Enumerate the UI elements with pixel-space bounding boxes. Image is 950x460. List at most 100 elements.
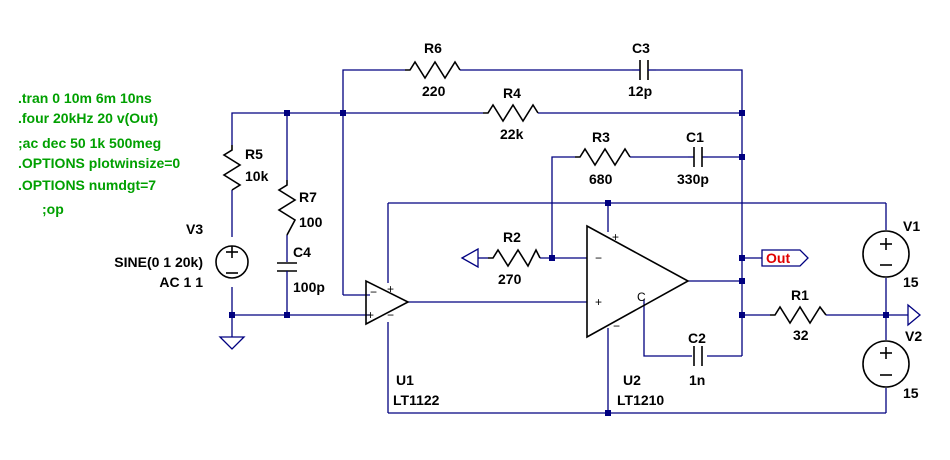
resistor-symbol [575,147,631,167]
capacitor-c1[interactable]: C1 330p [677,129,709,187]
r7-value: 100 [299,214,323,230]
source-circle [862,340,910,388]
ground-icon [218,336,246,350]
junction [739,278,745,284]
junction [739,110,745,116]
resistor-symbol [277,180,297,236]
u2-in-minus: − [595,251,602,265]
voltage-source-v1[interactable]: V1 15 [862,218,920,290]
directive-options-numdgt[interactable]: .OPTIONS numdgt=7 [18,177,156,193]
capacitor-c4[interactable]: C4 100p [277,244,325,295]
u1-model: LT1122 [393,392,440,408]
junctions [229,110,889,416]
resistor-symbol [222,145,242,191]
r3-value: 680 [589,171,613,187]
junction [739,312,745,318]
junction [284,312,290,318]
v2-value: 15 [903,385,919,401]
resistor-symbol [488,248,541,268]
u1-plus-pin: + [387,282,394,296]
junction [605,410,611,416]
resistor-r6[interactable]: R6 220 [405,40,461,99]
resistor-r2[interactable]: R2 270 [460,229,541,287]
u1-name: U1 [396,372,414,388]
resistor-r4[interactable]: R4 22k [483,85,539,142]
r1-name: R1 [791,287,809,303]
opamp-symbol [365,279,410,326]
c3-value: 12p [628,83,652,99]
r4-value: 22k [500,126,524,142]
wire [551,156,575,258]
directive-four[interactable]: .four 20kHz 20 v(Out) [18,110,158,126]
r6-value: 220 [422,83,446,99]
u2-in-plus: + [595,295,602,309]
capacitor-c2[interactable]: C2 1n [688,330,706,388]
v2-name: V2 [905,328,922,344]
junction [549,255,555,261]
junction [229,312,235,318]
v1-value: 15 [903,274,919,290]
r5-value: 10k [245,168,269,184]
opamp-u1[interactable]: + − − + U1 LT1122 [365,279,440,408]
r6-name: R6 [424,40,442,56]
source-circle [862,230,910,278]
junction [739,255,745,261]
directive-options-plotwinsize[interactable]: .OPTIONS plotwinsize=0 [18,155,180,171]
v1-name: V1 [903,218,920,234]
c4-name: C4 [293,244,311,260]
spice-directives: .tran 0 10m 6m 10ns .four 20kHz 20 v(Out… [18,90,180,217]
u2-minus-supply: − [613,319,620,333]
resistor-symbol [405,60,461,80]
u2-model: LT1210 [617,392,664,408]
resistor-r3[interactable]: R3 680 [575,129,631,187]
v3-name: V3 [186,221,203,237]
r4-name: R4 [503,85,521,101]
v3-value: SINE(0 1 20k) [114,254,203,270]
junction [739,154,745,160]
v3-ac: AC 1 1 [159,274,203,290]
r7-name: R7 [299,189,317,205]
r2-name: R2 [503,229,521,245]
opamp-u2[interactable]: + − − + C U2 LT1210 [586,224,690,408]
junction [605,200,611,206]
r3-name: R3 [592,129,610,145]
voltage-source-v2[interactable]: V2 15 [862,328,922,401]
resistor-r5[interactable]: R5 10k [222,145,269,191]
ground-icon [907,303,922,327]
resistor-symbol [770,305,827,325]
c3-name: C3 [632,40,650,56]
voltage-source-v3[interactable]: V3 SINE(0 1 20k) AC 1 1 [114,221,249,290]
junction [284,110,290,116]
r1-value: 32 [793,327,809,343]
resistor-symbol [483,103,539,123]
junction [340,110,346,116]
net-label-text: Out [766,250,790,266]
u1-minus-pin: − [387,308,394,322]
u2-plus-supply: + [612,230,619,244]
wire [656,69,743,315]
wire [643,300,692,357]
resistor-r1[interactable]: R1 32 [770,287,827,343]
wires [231,69,908,414]
net-label-out[interactable]: Out [761,249,809,267]
c1-value: 330p [677,171,709,187]
wire [342,69,405,295]
u2-comp-pin: C [637,290,646,304]
c2-value: 1n [689,372,705,388]
u1-in-minus: − [370,285,377,299]
u2-name: U2 [623,372,641,388]
ground-icon [460,247,479,269]
r2-value: 270 [498,271,522,287]
directive-ac[interactable]: ;ac dec 50 1k 500meg [18,135,161,151]
junction [883,312,889,318]
net-flag-icon [761,249,809,267]
r5-name: R5 [245,146,263,162]
directive-op[interactable]: ;op [42,201,64,217]
directive-tran[interactable]: .tran 0 10m 6m 10ns [18,90,152,106]
capacitor-c3[interactable]: C3 12p [628,40,656,99]
c4-value: 100p [293,279,325,295]
ground-symbol [218,336,246,350]
c1-name: C1 [686,129,704,145]
u1-in-plus: + [367,308,374,322]
resistor-r7[interactable]: R7 100 [277,180,323,236]
